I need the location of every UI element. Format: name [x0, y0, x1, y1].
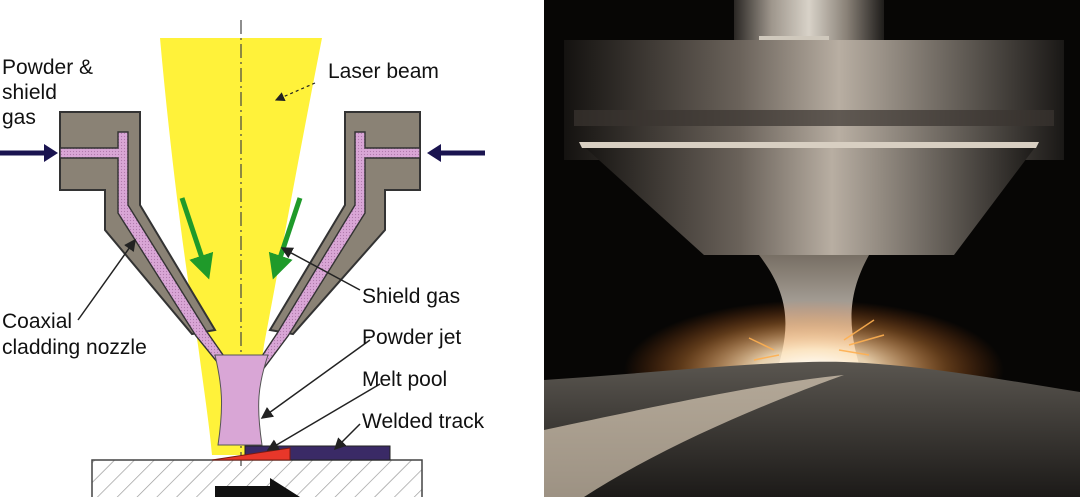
- label-welded-track: Welded track: [362, 410, 485, 433]
- diagram-canvas: Powder & shield gas Laser beam Shield ga…: [0, 20, 485, 497]
- photo-canvas: [544, 0, 1080, 497]
- cladding-photo: [544, 0, 1080, 497]
- motion-arrow-icon: [215, 478, 300, 497]
- label-shield-gas: Shield gas: [362, 285, 460, 308]
- sparks-icon: [748, 319, 885, 361]
- shield-gas-arrow-left: [179, 197, 214, 280]
- nozzle-head-icon: [564, 0, 1064, 255]
- powder-jet-shape: [214, 354, 269, 446]
- cladding-diagram: Powder & shield gas Laser beam Shield ga…: [0, 20, 485, 497]
- label-powder-jet: Powder jet: [362, 326, 461, 349]
- shield-gas-arrow-right: [268, 197, 303, 280]
- label-laser-beam: Laser beam: [328, 60, 439, 83]
- label-powder-shield-gas: Powder & shield gas: [2, 56, 99, 129]
- melt-pool: [211, 447, 291, 461]
- label-melt-pool: Melt pool: [362, 368, 447, 391]
- label-coaxial-nozzle: Coaxial cladding nozzle: [2, 310, 147, 359]
- workpiece-icon: [544, 361, 1080, 497]
